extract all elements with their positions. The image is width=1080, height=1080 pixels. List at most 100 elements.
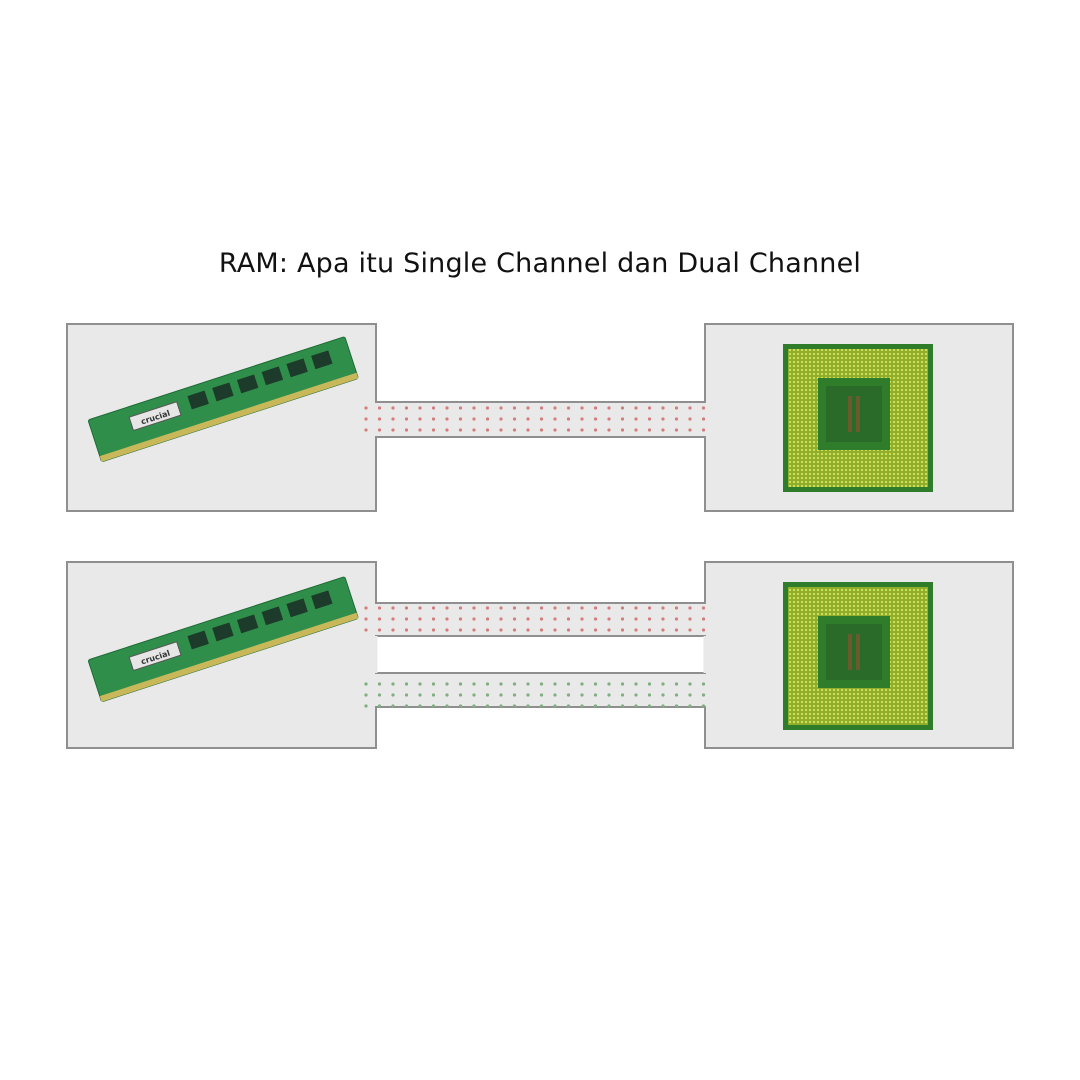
bus-dot [661,406,665,410]
bus-dot [404,704,409,708]
bus-dot [647,406,652,410]
bus-dot [634,406,638,410]
bus-dot [526,417,530,421]
bus-dot [593,617,598,621]
bus-dot [391,628,395,632]
bus-dot [634,693,638,697]
bus-dot [539,417,544,421]
bus-dot [580,682,584,686]
bus-dot [418,406,422,410]
bus-dot [499,628,503,632]
bus-dot [620,704,625,708]
bus-dot [458,682,463,686]
bus-dot [553,704,557,708]
bus-dot [688,704,692,708]
bus-dot [607,628,611,632]
bus-dot [647,417,652,421]
bus-dot [539,406,544,410]
bus-dot [539,682,544,686]
bus-dot [485,693,490,697]
bus-dot [391,606,395,610]
bus-dot [364,417,368,421]
bus-dot [620,628,625,632]
bus-dot [674,682,679,686]
bus-dot [499,693,503,697]
bus-dot [472,693,476,697]
bus-dot [566,628,571,632]
bus-dot [499,428,503,432]
bus-dot [418,693,422,697]
bus-dot [553,428,557,432]
bus-dot [647,428,652,432]
bus-dot [485,628,490,632]
bus-dot [418,682,422,686]
bus-dot [593,682,598,686]
bus-dot [701,628,706,632]
bus-dot [472,428,476,432]
bus-dot [526,428,530,432]
bus-dot [485,682,490,686]
bus-dot [458,704,463,708]
bus-dot [553,682,557,686]
bus-dot [647,704,652,708]
bus-dot [634,682,638,686]
bus-dot [377,693,382,697]
bus-dot [620,682,625,686]
bus-dot [364,617,368,621]
bus-dot [472,417,476,421]
bus-dot [593,428,598,432]
bus-dot [566,606,571,610]
bus-dot [553,693,557,697]
bus-dot [512,428,517,432]
bus-dot [647,628,652,632]
bus-dot [512,628,517,632]
bus-dot [674,617,679,621]
bus-dot [485,428,490,432]
bus-dot [620,606,625,610]
bus-dot [377,682,382,686]
bus-dot [391,417,395,421]
bus-dot [404,428,409,432]
bus-dot [404,628,409,632]
cpu-top [783,344,933,492]
cpu-bottom [783,582,933,730]
bus-dot [404,406,409,410]
bus-dot [566,428,571,432]
bus-dot [458,617,463,621]
bus-dot [499,417,503,421]
bus-dot [634,628,638,632]
bus-dot [688,417,692,421]
bus-dot [485,704,490,708]
bus-dot [674,428,679,432]
bus-dot [701,417,706,421]
bus-dot [580,704,584,708]
bus-dot [553,628,557,632]
dual-channel-gap [375,635,706,674]
bus-dot [566,704,571,708]
bus-dot [445,693,449,697]
bus-dot [431,693,436,697]
bus-dot [607,682,611,686]
bus-dot [688,693,692,697]
bus-dot [377,428,382,432]
bus-dot [661,682,665,686]
bus-dot [553,417,557,421]
bus-dot [391,704,395,708]
bus-dot [364,693,368,697]
bus-dot [458,428,463,432]
bus-dot [431,682,436,686]
bus-dot [391,693,395,697]
bus-dot [580,406,584,410]
bus-dot [512,693,517,697]
bus-dot [593,704,598,708]
bus-dot [661,617,665,621]
bus-dot [377,704,382,708]
bus-dot [472,628,476,632]
bus-dot [391,682,395,686]
bus-dot [404,682,409,686]
bus-dot [418,417,422,421]
bus-dot [364,704,368,708]
bus-dot [472,682,476,686]
bus-dot [458,693,463,697]
bus-dot [580,606,584,610]
